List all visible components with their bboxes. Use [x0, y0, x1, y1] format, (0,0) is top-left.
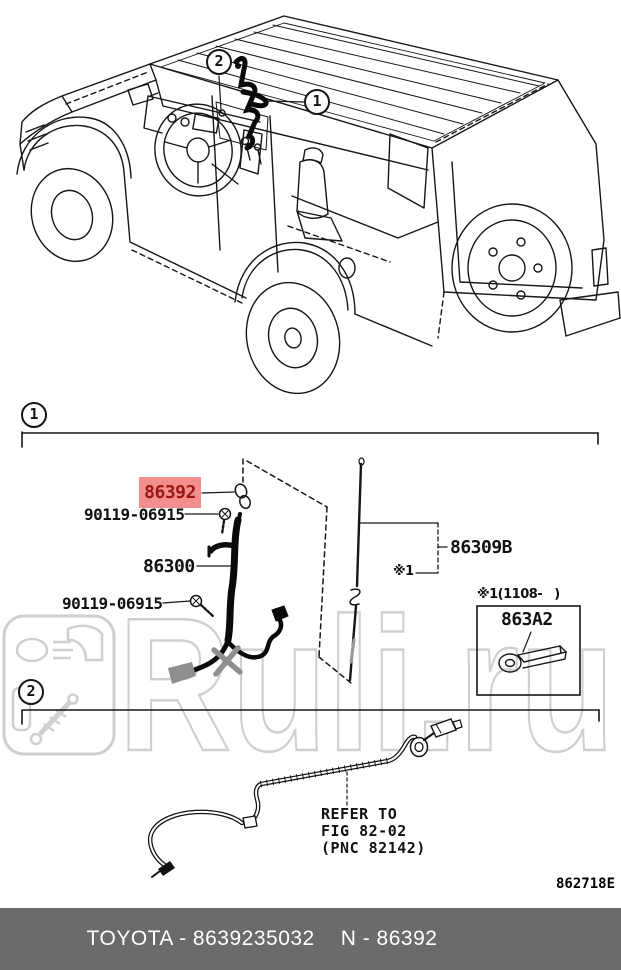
watermark-text: Ruli.ru: [118, 579, 615, 791]
inset-box-title: ※1(1108- ): [477, 587, 560, 602]
rear-bumper: [559, 291, 621, 337]
spare-tire: [451, 203, 573, 333]
clip-86392-drawing: [201, 483, 251, 510]
cable-end-connector-left: [158, 861, 175, 876]
shock-absorber-icon: [38, 700, 72, 736]
figure-code: 862718E: [556, 876, 616, 892]
ruli-logo-watermark: [2, 614, 116, 756]
cable-hatching: [260, 757, 388, 788]
inset-box: [476, 605, 581, 696]
car-illustration: [16, 15, 621, 395]
refer-note: REFER TO FIG 82-02 (PNC 82142): [321, 806, 426, 857]
cable-end-connector-right: [430, 718, 457, 738]
part-label-86392-highlighted: 86392: [139, 477, 201, 508]
side-mirror: [127, 83, 154, 106]
part-label-86309b: 86309B: [450, 537, 513, 558]
inset-part-863a2-drawing: [498, 631, 568, 673]
part-label-863a2: 863A2: [501, 609, 553, 630]
antenna-cord-drawing: [148, 718, 463, 878]
footer-catalog-number: N - 86392: [340, 927, 438, 950]
car-harness-drawing: [233, 56, 269, 151]
antenna-86309b-drawing: [348, 457, 365, 682]
footer-text: TOYOTA - 8639235032 N - 86392: [0, 927, 524, 951]
refer-note-line2: FIG 82-02: [321, 822, 407, 840]
cable-ring: [409, 736, 429, 758]
rear-wheel: [245, 281, 341, 395]
fender-icon: [66, 624, 104, 662]
note-ref-1: ※1: [393, 564, 414, 579]
seat: [296, 147, 343, 242]
part-label-90119-06915-top: 90119-06915: [84, 505, 185, 524]
car-callout-1: 1: [304, 89, 330, 115]
fig1-drawing: [21, 431, 599, 696]
taillight: [591, 247, 609, 287]
fig2-drawing: [21, 709, 600, 878]
screw-bottom-drawing: [162, 594, 216, 619]
glass-outline-dashed: [242, 458, 352, 684]
fig1-callout: 1: [21, 402, 47, 428]
antenna-label-bracket: [358, 522, 448, 574]
part-label-86300: 86300: [143, 556, 195, 577]
fig2-bracket: [21, 709, 600, 725]
part-label-90119-06915-bottom: 90119-06915: [62, 594, 163, 613]
footer-bar: TOYOTA - 8639235032 N - 86392: [0, 908, 621, 970]
footer-part-number: TOYOTA - 8639235032: [86, 927, 315, 950]
screw-top-drawing: [184, 507, 232, 536]
headlight-icon: [15, 637, 49, 663]
steering-wheel: [154, 103, 242, 197]
refer-note-line1: REFER TO: [321, 805, 398, 823]
fig2-callout: 2: [18, 679, 44, 705]
front-wheel: [30, 167, 114, 263]
fig1-bracket: [21, 431, 599, 448]
windshield: [61, 63, 157, 113]
refer-note-line3: (PNC 82142): [321, 839, 426, 857]
car-callout-2: 2: [206, 49, 232, 75]
